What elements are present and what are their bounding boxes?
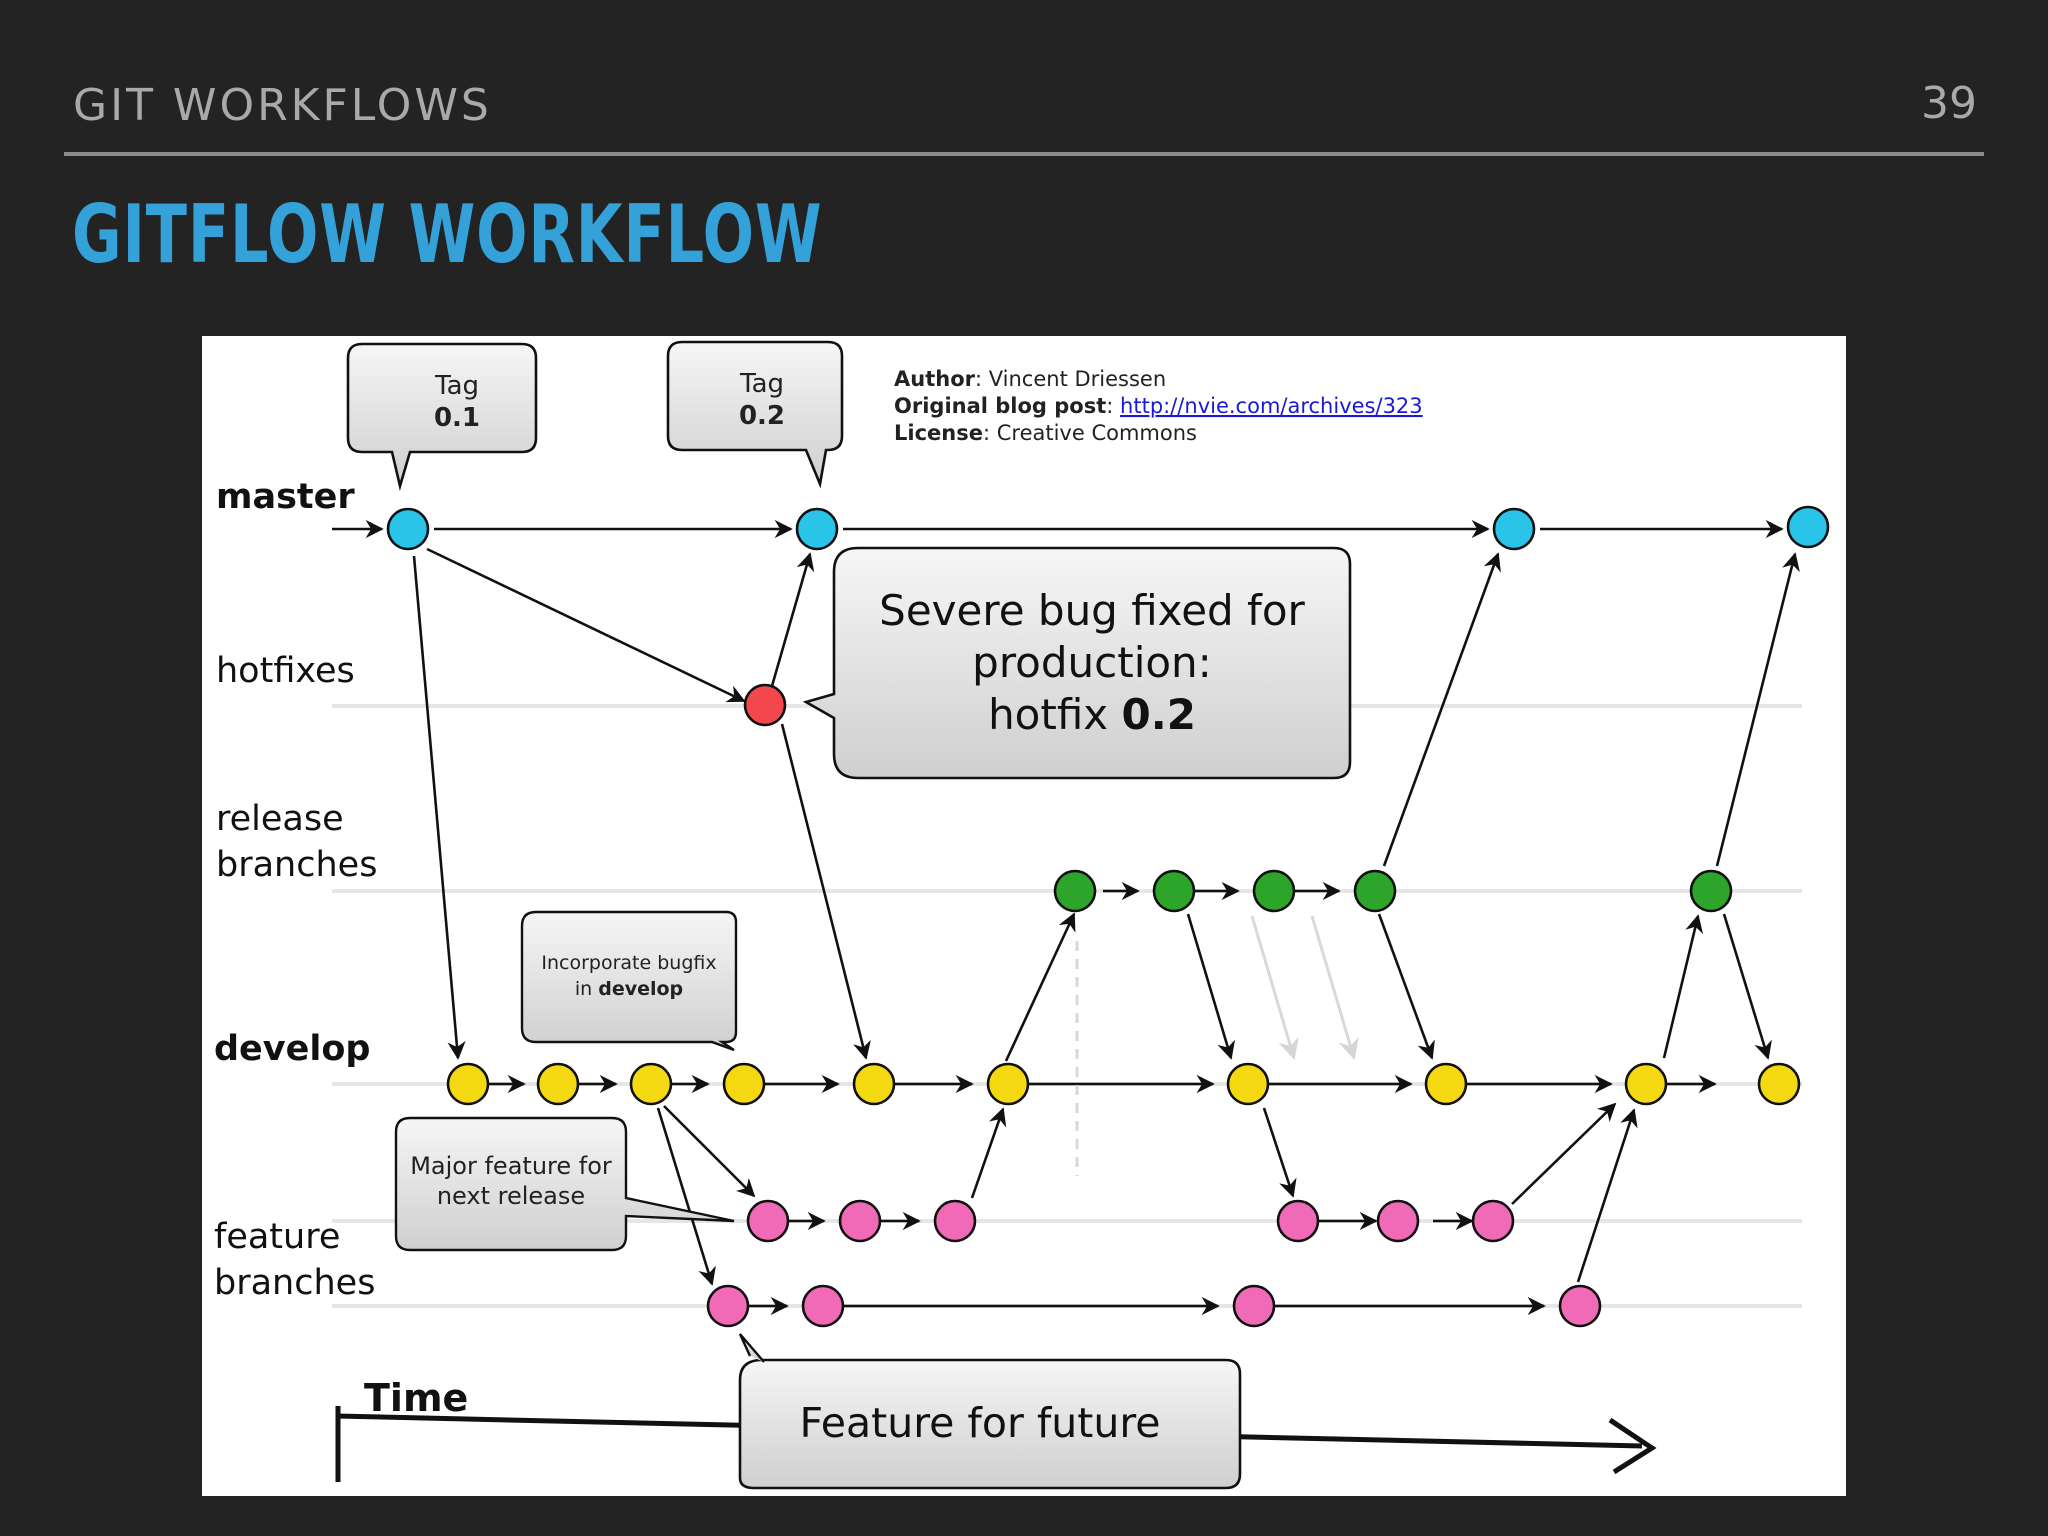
commit-node <box>1757 1062 1801 1106</box>
commit-node <box>629 1062 673 1106</box>
commit-node <box>1376 1199 1420 1243</box>
gitflow-diagram: master hotfixes release branches develop… <box>202 336 1846 1496</box>
tag-callout-0-1: Tag 0.1 <box>346 342 538 492</box>
commit-node <box>1786 505 1830 549</box>
commit-node <box>743 683 787 727</box>
commit-node <box>1053 869 1097 913</box>
time-label: Time <box>364 1376 468 1420</box>
commit-node <box>1471 1199 1515 1243</box>
svg-text:hotfix 0.2: hotfix 0.2 <box>988 690 1196 739</box>
develop-commits <box>446 1062 1801 1106</box>
lane-label-release-1: release <box>216 799 344 839</box>
tag-callout-0-2: Tag 0.2 <box>666 340 844 489</box>
credit-author: Author: Vincent Driessen <box>894 367 1166 391</box>
commit-node <box>986 1062 1030 1106</box>
svg-text:Major feature for: Major feature for <box>410 1152 612 1180</box>
svg-text:0.1: 0.1 <box>434 403 480 433</box>
svg-text:production:: production: <box>972 638 1212 687</box>
commit-node <box>746 1199 790 1243</box>
credit-license: License: Creative Commons <box>894 421 1197 445</box>
commit-node <box>536 1062 580 1106</box>
svg-text:in develop: in develop <box>575 978 683 1000</box>
commit-edges <box>332 519 1800 1316</box>
master-commits <box>386 505 1830 551</box>
commit-node <box>1492 507 1536 551</box>
lane-label-release-2: branches <box>216 845 377 885</box>
svg-text:Tag: Tag <box>434 371 479 401</box>
header-divider <box>64 152 1984 156</box>
hotfix-commits <box>743 683 787 727</box>
commit-node <box>722 1062 766 1106</box>
commit-node <box>1276 1199 1320 1243</box>
future-feature-callout: Feature for future <box>738 1333 1242 1490</box>
commit-node <box>1558 1284 1602 1328</box>
commit-node <box>801 1284 845 1328</box>
commit-node <box>852 1062 896 1106</box>
bugfix-callout: Incorporate bugfix in develop <box>520 910 738 1052</box>
commit-node <box>386 507 430 551</box>
commit-node <box>1226 1062 1270 1106</box>
lane-label-feature-2: branches <box>214 1263 375 1303</box>
svg-text:Tag: Tag <box>739 369 784 399</box>
commit-node <box>795 507 839 551</box>
slide-title: GITFLOW WORKFLOW <box>72 188 823 281</box>
slide-section-title: GIT WORKFLOWS <box>73 80 492 131</box>
commit-node <box>933 1199 977 1243</box>
hotfix-callout: Severe bug fixed for production: hotfix … <box>802 546 1352 780</box>
lane-label-hotfixes: hotfixes <box>216 651 355 691</box>
ghost-arrows <box>1075 915 1359 1176</box>
commit-node <box>838 1199 882 1243</box>
commit-node <box>1624 1062 1668 1106</box>
commit-node <box>1424 1062 1468 1106</box>
commit-node <box>1689 869 1733 913</box>
slide-number: 39 <box>1921 78 1977 129</box>
svg-text:next release: next release <box>437 1182 585 1210</box>
commit-node <box>706 1284 750 1328</box>
commit-node <box>1353 869 1397 913</box>
commit-node <box>1252 869 1296 913</box>
svg-text:0.2: 0.2 <box>739 401 785 431</box>
svg-text:Incorporate bugfix: Incorporate bugfix <box>541 952 716 974</box>
major-feature-callout: Major feature for next release <box>394 1116 735 1252</box>
commit-node <box>446 1062 490 1106</box>
blog-post-link[interactable]: http://nvie.com/archives/323 <box>1120 394 1423 418</box>
lane-label-master: master <box>216 477 355 517</box>
commit-node <box>1152 869 1196 913</box>
svg-text:Severe bug fixed for: Severe bug fixed for <box>879 586 1305 635</box>
feature-commits <box>706 1199 1602 1328</box>
credit-blog-post: Original blog post: http://nvie.com/arch… <box>894 394 1423 418</box>
commit-node <box>1232 1284 1276 1328</box>
svg-text:Feature for future: Feature for future <box>799 1399 1160 1447</box>
lane-label-feature-1: feature <box>214 1217 340 1257</box>
release-commits <box>1053 869 1733 913</box>
lane-label-develop: develop <box>214 1029 370 1069</box>
